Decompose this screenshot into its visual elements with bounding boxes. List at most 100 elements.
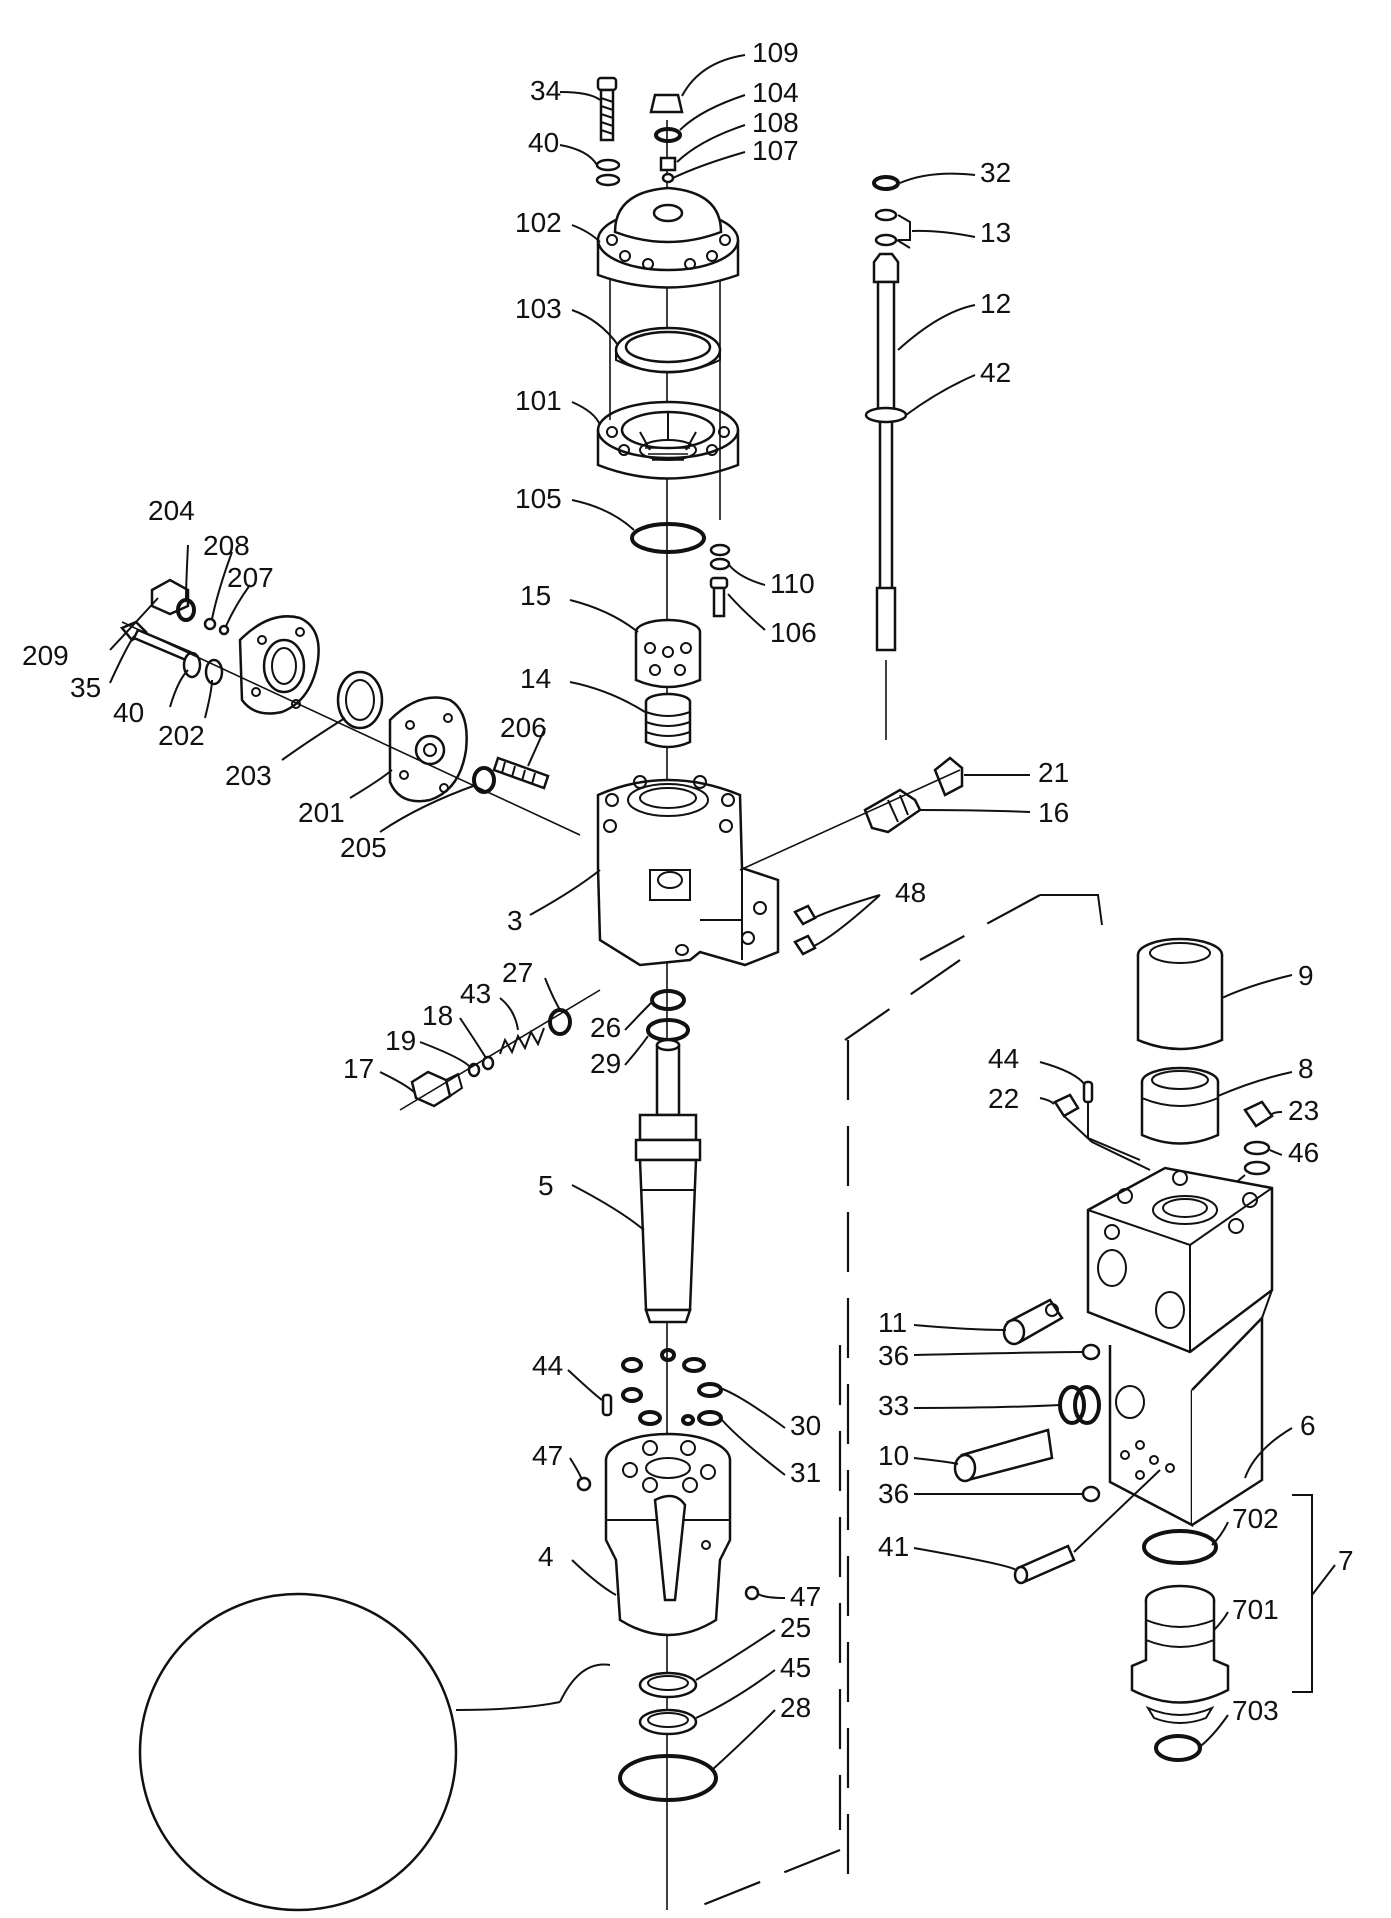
callout-4: 4 <box>538 1541 554 1572</box>
callout-47b: 47 <box>790 1581 821 1612</box>
callout-47a: 47 <box>532 1440 563 1471</box>
part-109-plug <box>649 93 684 114</box>
callout-9: 9 <box>1298 960 1314 991</box>
part-5-piston <box>634 1038 702 1324</box>
callout-19: 19 <box>385 1025 416 1056</box>
callout-8: 8 <box>1298 1053 1314 1084</box>
part-43-spring <box>499 1027 545 1055</box>
callout-105: 105 <box>515 483 562 514</box>
callout-14: 14 <box>520 663 551 694</box>
part-701-plug <box>1130 1584 1230 1724</box>
callout-23: 23 <box>1288 1095 1319 1126</box>
callout-36a: 36 <box>878 1340 909 1371</box>
callout-205: 205 <box>340 832 387 863</box>
part-35-bolt <box>119 620 192 662</box>
part-8-bushing <box>1140 1066 1220 1145</box>
callout-33: 33 <box>878 1390 909 1421</box>
part-10-pin <box>953 1428 1054 1483</box>
part-47-screws <box>576 1476 760 1601</box>
part-46-washers <box>1243 1140 1271 1176</box>
callout-30: 30 <box>790 1410 821 1441</box>
callout-18: 18 <box>422 1000 453 1031</box>
callout-110: 110 <box>770 568 815 599</box>
part-110-washer <box>709 543 731 571</box>
part-16-check-valve <box>863 788 922 834</box>
part-23-screw <box>1243 1100 1274 1128</box>
callout-21: 21 <box>1038 757 1069 788</box>
callout-36b: 36 <box>878 1478 909 1509</box>
leader-22-body <box>1063 1115 1151 1171</box>
callout-6: 6 <box>1300 1410 1316 1441</box>
callout-35: 35 <box>70 672 101 703</box>
part-6-cylinder-block <box>1086 1166 1274 1528</box>
part-203-ring <box>336 670 384 730</box>
part-44-pin-right <box>1082 1080 1094 1104</box>
part-44-pin-left <box>601 1393 613 1417</box>
part-34-bolt <box>596 76 618 142</box>
part-702-oring <box>1142 1529 1218 1565</box>
callout-13: 13 <box>980 217 1011 248</box>
callout-26: 26 <box>590 1012 621 1043</box>
part-106-bolt <box>709 576 729 618</box>
part-9-bushing <box>1136 937 1224 1051</box>
part-25-ring <box>638 1671 698 1699</box>
part-108-107-fitting <box>659 156 677 184</box>
callout-209: 209 <box>22 640 69 671</box>
axis-left-group <box>121 621 581 836</box>
part-103-seal-ring <box>614 326 722 374</box>
assembly-dash-lines <box>689 894 1103 1912</box>
callout-25: 25 <box>780 1612 811 1643</box>
part-4-valve-body <box>604 1432 732 1637</box>
part-36-screw-top <box>1081 1343 1101 1361</box>
part-206-set-screw <box>492 756 550 790</box>
callout-42: 42 <box>980 357 1011 388</box>
axis-21-16 <box>739 769 961 871</box>
callout-108: 108 <box>752 107 799 138</box>
callout-27: 27 <box>502 957 533 988</box>
part-40-washer-left <box>182 651 224 686</box>
callout-17: 17 <box>343 1053 374 1084</box>
callout-103: 103 <box>515 293 562 324</box>
callout-5: 5 <box>538 1170 554 1201</box>
part-30-31-orings <box>621 1348 723 1426</box>
leader-41-body <box>1073 1469 1161 1553</box>
part-45-ring <box>638 1708 698 1736</box>
callout-22: 22 <box>988 1083 1019 1114</box>
callout-702: 702 <box>1232 1503 1279 1534</box>
seal-detail-magnifier <box>138 1592 611 1912</box>
callout-48: 48 <box>895 877 926 908</box>
callout-101: 101 <box>515 385 562 416</box>
part-208-207-fittings <box>203 617 230 636</box>
callout-206: 206 <box>500 712 547 743</box>
part-14-spring <box>644 692 692 749</box>
part-48-screws <box>793 904 817 956</box>
callout-106: 106 <box>770 617 817 648</box>
callout-12: 12 <box>980 288 1011 319</box>
callout-3: 3 <box>507 905 523 936</box>
callout-40a: 40 <box>528 127 559 158</box>
part-3-main-body <box>596 775 780 967</box>
axis-17-group <box>399 989 601 1111</box>
part-104-oring <box>654 127 682 143</box>
part-15-sleeve <box>634 618 702 689</box>
leader-44-body <box>1087 1102 1141 1161</box>
bracket-7 <box>1292 1494 1313 1693</box>
part-32-oring <box>872 175 900 191</box>
part-41-pin <box>1013 1544 1076 1585</box>
callout-104: 104 <box>752 77 799 108</box>
part-703-oring <box>1154 1734 1202 1762</box>
part-26-oring <box>650 989 686 1011</box>
part-33-orings <box>1058 1385 1101 1425</box>
callout-45: 45 <box>780 1652 811 1683</box>
callout-46: 46 <box>1288 1137 1319 1168</box>
part-40-washer-top <box>595 158 621 187</box>
part-201-cover <box>388 696 468 803</box>
callout-701: 701 <box>1232 1594 1279 1625</box>
part-202-flange <box>238 615 320 715</box>
callout-44a: 44 <box>988 1043 1019 1074</box>
part-22-screw <box>1053 1093 1080 1118</box>
callout-204: 204 <box>148 495 195 526</box>
part-209-plug <box>150 578 190 616</box>
